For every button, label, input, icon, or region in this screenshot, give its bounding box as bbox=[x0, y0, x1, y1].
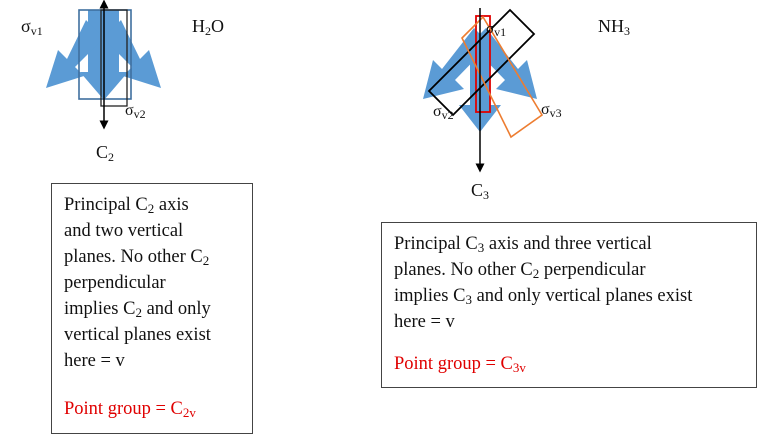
h2o-molecule-label: H2O bbox=[192, 16, 224, 38]
nh3-box-line-4: here = v bbox=[394, 312, 455, 332]
h2o-c2-axis-label: C2 bbox=[96, 142, 115, 164]
h2o-arrow-right bbox=[103, 20, 161, 88]
nh3-sigma-v3-label: σv3 bbox=[541, 101, 562, 120]
h2o-box-line-4: perpendicular bbox=[64, 273, 166, 293]
nh3-plane-sigma-v2 bbox=[427, 8, 536, 117]
h2o-sigma-v1-label: σv1 bbox=[21, 16, 43, 38]
h2o-box-line-6: vertical planes exist bbox=[64, 325, 211, 345]
nh3-box-line-1: Principal C3 axis and three vertical bbox=[394, 234, 652, 255]
h2o-point-group: Point group = C2v bbox=[64, 399, 196, 420]
nh3-box-line-2: planes. No other C2 perpendicular bbox=[394, 260, 646, 281]
nh3-sigma-v1-label: σv1 bbox=[486, 21, 507, 39]
h2o-box-line-5: implies C2 and only bbox=[64, 299, 211, 320]
h2o-arrow-left bbox=[46, 20, 104, 88]
nh3-point-group: Point group = C3v bbox=[394, 354, 526, 375]
h2o-box-line-2: and two vertical bbox=[64, 221, 184, 241]
nh3-explanation-box: Principal C3 axis and three vertical pla… bbox=[381, 222, 757, 388]
nh3-molecule-label: NH3 bbox=[598, 16, 630, 38]
h2o-explanation-box: Principal C2 axis and two vertical plane… bbox=[51, 183, 253, 434]
nh3-c3-axis-label: C3 bbox=[471, 180, 490, 202]
h2o-box-line-1: Principal C2 axis bbox=[64, 195, 189, 216]
h2o-sigma-v2-label: σv2 bbox=[125, 102, 146, 121]
h2o-box-line-7: here = v bbox=[64, 351, 125, 371]
h2o-box-line-3: planes. No other C2 bbox=[64, 247, 210, 268]
nh3-sigma-v2-label: σv2 bbox=[433, 103, 454, 122]
nh3-plane-sigma-v3 bbox=[461, 15, 544, 139]
nh3-box-line-3: implies C3 and only vertical planes exis… bbox=[394, 286, 693, 307]
